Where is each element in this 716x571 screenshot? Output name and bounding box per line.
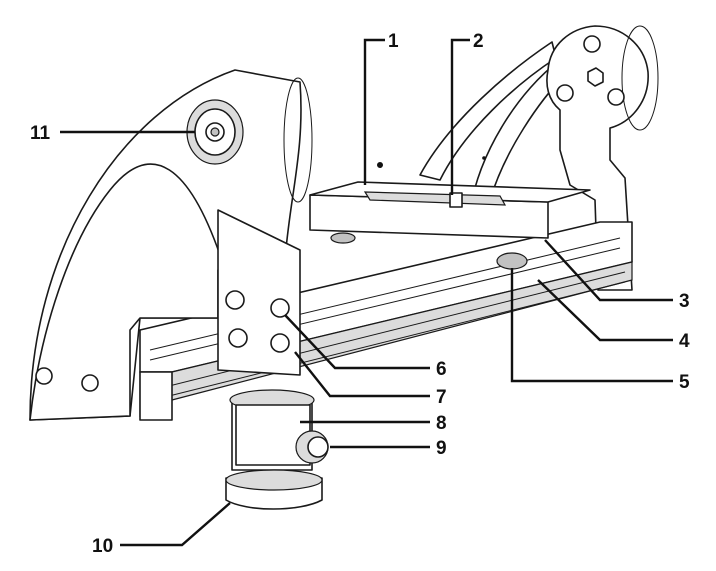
callout-4: 4 xyxy=(679,331,690,352)
screw-icon xyxy=(583,35,601,53)
callout-6: 6 xyxy=(436,359,447,380)
screw-icon xyxy=(225,290,245,310)
callout-10: 10 xyxy=(92,536,113,557)
callout-3: 3 xyxy=(679,291,690,312)
callout-5: 5 xyxy=(679,372,690,393)
callout-1: 1 xyxy=(388,31,399,52)
hex-nut-icon xyxy=(587,67,604,87)
screw-icon xyxy=(270,333,290,353)
adjustment-knob-icon xyxy=(496,252,528,270)
callout-9: 9 xyxy=(436,438,447,459)
screw-icon xyxy=(228,328,248,348)
screw-icon xyxy=(556,84,574,102)
screw-icon xyxy=(35,367,53,385)
screw-icon xyxy=(607,88,625,106)
leader-lines xyxy=(60,38,673,547)
post-assembly xyxy=(225,389,329,510)
screw-icon xyxy=(270,298,290,318)
callout-labels: 1 2 3 4 5 6 7 8 9 10 11 xyxy=(30,31,690,557)
screw-icon xyxy=(81,374,99,392)
callout-2: 2 xyxy=(473,31,484,52)
slide-plate xyxy=(309,162,591,270)
top-knob xyxy=(186,99,244,165)
callout-8: 8 xyxy=(436,413,447,434)
callout-7: 7 xyxy=(436,387,447,408)
callout-11: 11 xyxy=(30,123,51,144)
left-arm xyxy=(29,69,313,421)
